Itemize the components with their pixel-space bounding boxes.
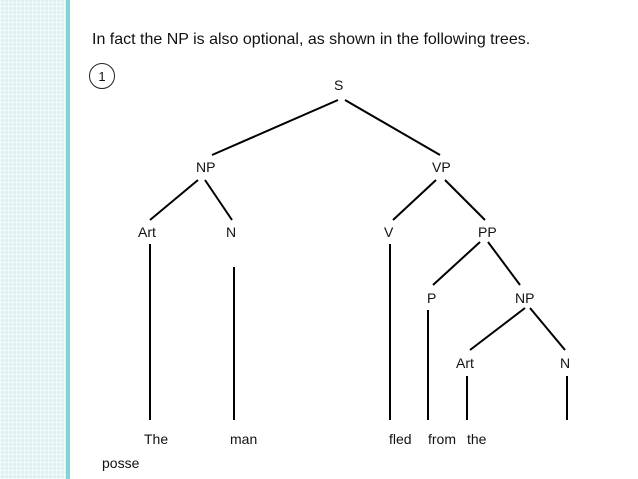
branch-vp-pp xyxy=(444,179,486,221)
branch-np-n xyxy=(204,179,233,221)
slide-heading: In fact the NP is also optional, as show… xyxy=(92,31,531,48)
word-man: man xyxy=(230,431,257,447)
node-pp: PP xyxy=(478,224,497,240)
word-fled: fled xyxy=(389,431,412,447)
branch-s-vp xyxy=(344,99,441,156)
branch-np-art2 xyxy=(469,307,526,351)
branch-vp-v xyxy=(392,179,437,221)
branch-pp-p xyxy=(432,241,481,286)
node-np: NP xyxy=(196,159,215,175)
node-n: N xyxy=(226,224,236,240)
word-the-2: the xyxy=(467,431,487,447)
word-from: from xyxy=(428,431,456,447)
decorative-side-stripe xyxy=(0,0,66,479)
word-posse: posse xyxy=(102,455,140,471)
branch-pp-np xyxy=(487,241,521,286)
branch-np-art xyxy=(149,179,199,221)
tree-number-badge: 1 xyxy=(89,63,115,89)
node-vp: VP xyxy=(432,159,451,175)
node-art: Art xyxy=(138,224,156,240)
node-v: V xyxy=(384,224,394,240)
node-p: P xyxy=(427,290,436,306)
branch-np-n2 xyxy=(529,307,566,351)
side-stripe-border xyxy=(66,0,70,479)
node-n-2: N xyxy=(560,355,570,371)
word-the: The xyxy=(144,431,168,447)
node-s: S xyxy=(334,77,343,93)
node-art-2: Art xyxy=(456,355,474,371)
node-np-2: NP xyxy=(515,290,534,306)
branch-s-np xyxy=(211,99,339,156)
